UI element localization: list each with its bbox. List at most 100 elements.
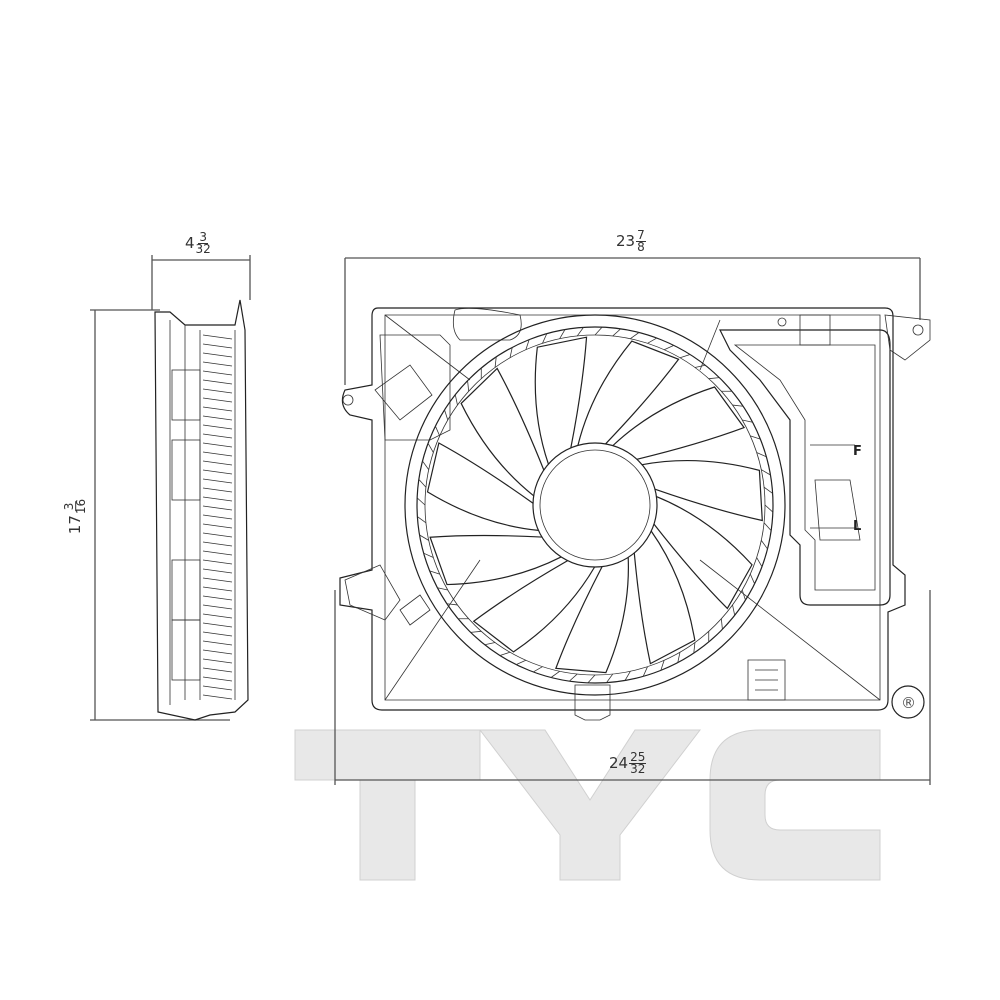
shroud-rib: [576, 327, 584, 337]
shroud-rib: [418, 479, 427, 488]
shroud-rib: [708, 377, 720, 380]
shroud-rib: [569, 673, 578, 682]
shroud-rib: [435, 425, 441, 437]
shroud-rib: [606, 673, 614, 683]
side-fin: [202, 424, 233, 430]
side-fin: [202, 478, 233, 484]
shroud-rib: [416, 497, 426, 506]
side-fin: [202, 487, 233, 493]
fan-blade: [633, 530, 696, 665]
shroud-rib: [467, 380, 470, 392]
shroud-rib: [515, 659, 527, 665]
dimension-whole: 23: [616, 232, 636, 250]
side-fin: [202, 379, 233, 385]
dimension-denominator: 16: [74, 498, 89, 515]
side-fin: [202, 586, 233, 592]
side-fin: [202, 406, 233, 412]
shroud-rib: [749, 573, 755, 585]
shroud-rib: [525, 339, 530, 350]
side-fin: [202, 559, 233, 565]
shroud-rib: [542, 333, 548, 344]
tyc-logo-watermark: [294, 729, 881, 881]
side-fin: [202, 343, 233, 349]
fan-blade: [577, 340, 680, 446]
side-fin: [202, 568, 233, 574]
shroud-rib: [427, 443, 434, 453]
side-fin: [202, 442, 233, 448]
shroud-rib: [764, 504, 774, 513]
shroud-rib: [587, 674, 596, 684]
dimension-depth-line: [151, 255, 251, 310]
fan-blade: [642, 459, 763, 522]
shroud-rib: [763, 486, 773, 494]
shroud-rib: [446, 603, 458, 606]
fan-blade: [534, 336, 588, 465]
dimension-width-bottom-line: [334, 590, 931, 785]
fan-blade: [429, 534, 562, 586]
side-fin: [202, 496, 233, 502]
side-fin: [202, 514, 233, 520]
dimension-numerator: 7: [636, 228, 646, 242]
shroud-rib: [763, 522, 772, 531]
side-fin: [202, 541, 233, 547]
fan-shroud-outer: [404, 314, 786, 696]
fan-blade: [426, 442, 539, 531]
side-fin: [202, 361, 233, 367]
side-fin: [202, 388, 233, 394]
shroud-rib: [499, 651, 511, 656]
side-fin: [202, 640, 233, 646]
shroud-rib: [429, 570, 440, 575]
side-fin: [202, 451, 233, 457]
shroud-rib: [677, 652, 681, 663]
side-fin: [202, 352, 233, 358]
side-fin: [202, 505, 233, 511]
shroud-rib: [509, 347, 513, 358]
dimension-whole: 17: [66, 515, 85, 535]
side-fin: [202, 415, 233, 421]
shroud-rib: [679, 354, 691, 359]
side-fin: [202, 433, 233, 439]
shroud-rib: [437, 587, 448, 591]
shroud-rib: [419, 534, 429, 541]
fan-assembly: [404, 314, 786, 696]
shroud-rib: [693, 642, 696, 654]
side-fin: [202, 613, 233, 619]
side-fin: [202, 631, 233, 637]
shroud-rib: [750, 435, 761, 440]
side-fin: [202, 532, 233, 538]
side-fin: [202, 334, 233, 340]
side-fin: [202, 676, 233, 682]
shroud-rib: [642, 666, 648, 677]
shroud-rib: [470, 630, 482, 633]
side-fin: [202, 604, 233, 610]
fan-blade: [612, 386, 746, 460]
dimension-height-line: [90, 309, 230, 721]
fan-hub: [532, 442, 658, 568]
dimension-numerator: 25: [629, 750, 647, 764]
shroud-rib: [417, 516, 427, 524]
side-fin: [202, 622, 233, 628]
side-fin: [202, 595, 233, 601]
side-fin: [202, 397, 233, 403]
shroud-rib: [660, 660, 665, 671]
shroud-rib: [630, 332, 640, 340]
shroud-rib: [761, 469, 771, 476]
side-fin: [202, 667, 233, 673]
shroud-rib: [559, 329, 566, 339]
side-view: [154, 299, 249, 721]
side-fin: [202, 469, 233, 475]
dimension-whole: 24: [609, 754, 629, 772]
dimension-denominator: 32: [195, 242, 211, 256]
shroud-rib: [756, 452, 767, 458]
dimension-denominator: 8: [637, 240, 645, 254]
shroud-rib: [663, 345, 675, 351]
shroud-rib: [760, 540, 768, 550]
fan-blade: [460, 367, 545, 497]
side-fin: [202, 694, 233, 700]
shroud-rib: [423, 552, 434, 558]
side-fin: [202, 685, 233, 691]
